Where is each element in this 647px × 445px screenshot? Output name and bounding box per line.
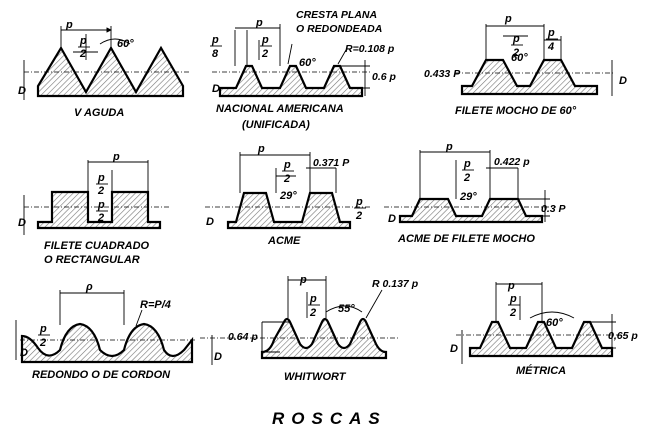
acme-crest: 0.371 P [313, 157, 350, 169]
mocho60-D: D [619, 75, 627, 87]
nacional-p8-num: p [211, 34, 219, 46]
metrica-p2-num: p [509, 293, 517, 305]
redondo-p2-den: 2 [39, 337, 46, 349]
whitwort-p2-num: p [309, 293, 317, 305]
thread-metrica: D p p 2 60° 0,65 p MÉTRICA [450, 280, 638, 377]
nacional-caption-2: (UNIFICADA) [242, 119, 310, 131]
redondo-radius: R=P/4 [140, 299, 171, 311]
thread-nacional-americana: D p p 8 p 2 60° R=0.108 p 0.6 p CRESTA P… [210, 9, 397, 131]
metrica-angle: 60° [546, 317, 563, 329]
mocho60-p2-den: 2 [512, 47, 519, 59]
thread-filete-cuadrado: D p p 2 p 2 FILETE CUADRADO O RECTANGULA… [18, 151, 170, 266]
whitwort-p: p [299, 274, 307, 286]
nacional-depth: 0.6 p [372, 71, 397, 83]
acme-mocho-p2-den: 2 [463, 172, 470, 184]
acme-p: p [257, 143, 265, 155]
whitwort-profile [260, 317, 388, 360]
mocho60-p4-num: p [547, 27, 555, 39]
cuadrado-p2b-den: 2 [97, 212, 104, 224]
redondo-p2-num: p [39, 323, 47, 335]
acme-p2b-num: p [355, 196, 363, 208]
mocho60-angle: 60° [511, 52, 528, 64]
thread-whitwort: D p p 2 55° R 0.137 p 0.64 p WHITWORT [200, 274, 419, 383]
redondo-D: D [20, 347, 28, 359]
acme-mocho-p: p [445, 141, 453, 153]
v-aguda-D: D [18, 85, 26, 97]
whitwort-depth: 0.64 p [228, 331, 258, 343]
thread-filete-mocho-60: p p 2 p 4 60° 0.433 P D FILETE MOCHO DE … [424, 13, 627, 117]
v-aguda-profile [36, 45, 185, 98]
v-aguda-p: p [65, 19, 73, 31]
acme-angle: 29° [279, 190, 297, 202]
metrica-depth: 0,65 p [608, 330, 638, 342]
acme-mocho-depth: 0.3 P [541, 203, 567, 215]
metrica-p2-den: 2 [509, 307, 516, 319]
nacional-p2-den: 2 [261, 48, 268, 60]
acme-D: D [206, 216, 214, 228]
metrica-D: D [450, 343, 458, 355]
nacional-angle: 60° [299, 57, 316, 69]
acme-mocho-caption: ACME DE FILETE MOCHO [397, 233, 535, 245]
cuadrado-D: D [18, 217, 26, 229]
cuadrado-caption-2: O RECTANGULAR [44, 254, 140, 266]
mocho60-depth: 0.433 P [424, 68, 461, 80]
cuadrado-p2b-num: p [97, 199, 105, 211]
mocho60-p4-den: 4 [547, 41, 554, 53]
whitwort-radius: R 0.137 p [372, 278, 419, 290]
acme-mocho-angle: 29° [459, 191, 477, 203]
thread-acme: D p p 2 0.371 P 29° p 2 ACME [205, 143, 372, 247]
whitwort-D: D [214, 351, 222, 363]
redondo-profile [20, 322, 194, 364]
nacional-note-2: O REDONDEADA [296, 23, 382, 35]
v-aguda-caption: V AGUDA [74, 107, 124, 119]
acme-mocho-D: D [388, 213, 396, 225]
mocho60-p: p [504, 13, 512, 25]
whitwort-angle: 55° [338, 303, 355, 315]
cuadrado-p: p [112, 151, 120, 163]
nacional-profile [218, 64, 364, 98]
acme-mocho-p2-num: p [463, 158, 471, 170]
mocho60-profile [460, 58, 599, 96]
v-aguda-p-half-num: p [79, 35, 87, 47]
page-title: ROSCAS [272, 409, 387, 428]
redondo-rho: ρ [85, 281, 93, 293]
acme-p2-num: p [283, 159, 291, 171]
metrica-caption: MÉTRICA [516, 364, 566, 377]
acme-caption: ACME [267, 235, 301, 247]
nacional-p8-den: 8 [212, 48, 219, 60]
acme-p2-den: 2 [283, 173, 290, 185]
nacional-D: D [212, 83, 220, 95]
whitwort-caption: WHITWORT [284, 371, 347, 383]
mocho60-p2-num: p [512, 33, 520, 45]
acme-p2b-den: 2 [355, 210, 362, 222]
acme-profile [226, 191, 352, 230]
thread-acme-mocho: D p p 2 0.422 p 29° 0.3 P ACME DE FILETE… [384, 141, 567, 245]
v-aguda-p-half-den: 2 [79, 48, 86, 60]
acme-mocho-crest: 0.422 p [494, 156, 530, 168]
metrica-profile [468, 320, 614, 358]
cuadrado-p2-num: p [97, 172, 105, 184]
mocho60-caption: FILETE MOCHO DE 60° [455, 105, 577, 117]
redondo-caption: REDONDO O DE CORDON [32, 369, 171, 381]
cuadrado-caption-1: FILETE CUADRADO [44, 240, 150, 252]
nacional-note-1: CRESTA PLANA [296, 9, 377, 21]
nacional-caption-1: NACIONAL AMERICANA [216, 103, 344, 115]
nacional-p2-num: p [261, 34, 269, 46]
metrica-p: p [507, 280, 515, 292]
nacional-radius: R=0.108 p [345, 43, 395, 55]
thread-v-aguda: D p p 2 60° V AGUDA [18, 19, 190, 119]
cuadrado-p2-den: 2 [97, 185, 104, 197]
v-aguda-angle: 60° [117, 38, 134, 50]
whitwort-p2-den: 2 [309, 307, 316, 319]
cuadrado-profile [36, 190, 162, 230]
thread-redondo: D p 2 ρ R=P/4 REDONDO O DE CORDON [15, 281, 196, 381]
nacional-p: p [255, 17, 263, 29]
